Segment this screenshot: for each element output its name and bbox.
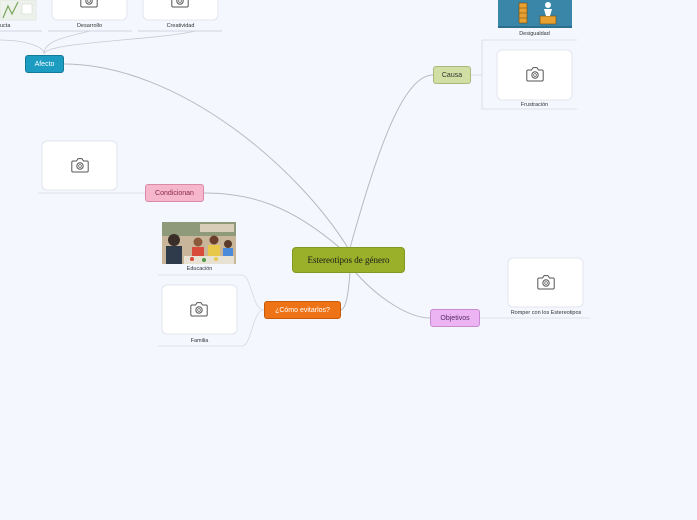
connector-condicionan — [203, 192, 341, 249]
familia-card — [161, 284, 238, 335]
caption-desigualdad: Desigualdad — [519, 31, 550, 37]
frustracion-card — [496, 49, 573, 101]
caption-ucta: ucta — [0, 23, 11, 29]
caption-frustracion: Frustración — [520, 102, 549, 108]
caption-creatividad: Creatividad — [166, 23, 195, 29]
objetivos-card — [507, 257, 584, 308]
caption-desarrollo: Desarrollo — [76, 23, 103, 29]
topic-afecto[interactable]: Afecto — [25, 55, 64, 73]
desigualdad-image — [498, 0, 572, 28]
ucta-image — [0, 0, 37, 21]
connector-objetivos — [354, 271, 431, 319]
creatividad-card — [142, 0, 219, 21]
como-evitarlos-frame — [158, 274, 265, 347]
caption-familia: Familia — [190, 338, 209, 344]
educacion-image — [162, 222, 236, 264]
desarrollo-card — [51, 0, 128, 21]
central-topic[interactable]: Estereotipos de género — [292, 247, 405, 273]
topic-causa[interactable]: Causa — [433, 66, 471, 84]
main-connectors — [62, 63, 434, 319]
caption-educacion: Educación — [186, 266, 213, 272]
connector-causa — [349, 74, 434, 249]
connector-como-evitarlos — [339, 271, 351, 311]
caption-romper: Romper con los Estereotipos — [510, 310, 582, 316]
topic-objetivos[interactable]: Objetivos — [430, 309, 480, 327]
condicionan-card — [41, 140, 118, 191]
topic-como-evitarlos[interactable]: ¿Cómo evitarlos? — [264, 301, 341, 319]
causa-frame — [471, 39, 577, 110]
afecto-sub-connectors — [0, 30, 222, 55]
topic-condicionan[interactable]: Condicionan — [145, 184, 204, 202]
connector-afecto — [62, 63, 349, 249]
